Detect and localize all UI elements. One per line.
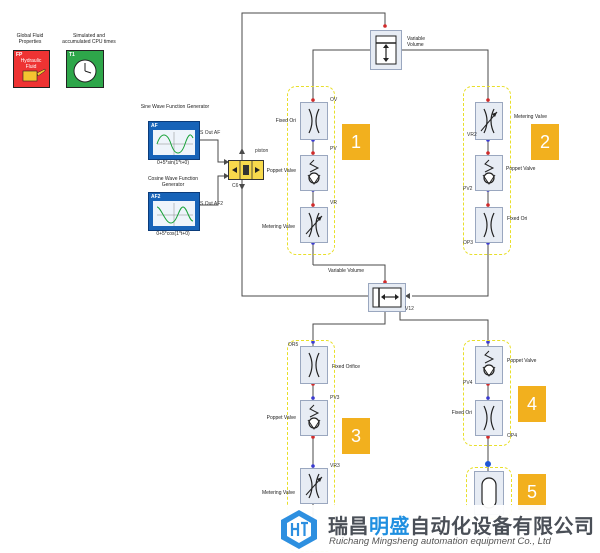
company-cn-prefix: 瑞昌	[328, 514, 369, 538]
sine-title: Sine Wave Function Generator	[140, 104, 210, 110]
g4-poppet-port: PV4	[463, 380, 473, 386]
company-logo-icon	[281, 510, 317, 549]
cosine-generator[interactable]: AF2	[148, 192, 200, 231]
g1-poppet-label: Poppet Valve	[266, 168, 296, 174]
g1-orifice-label: Fixed Ori	[275, 118, 296, 124]
volume-horizontal-icon	[372, 287, 402, 308]
g2-poppet-label: Poppet Valve	[506, 166, 536, 172]
poppet-valve-icon	[307, 404, 321, 430]
sine-generator[interactable]: AF	[148, 121, 200, 160]
g1-poppet-valve[interactable]	[300, 155, 328, 191]
g4-orifice-port: OP4	[507, 433, 518, 439]
cos-port-label: S Out AF2	[200, 201, 224, 207]
group2-outline	[463, 86, 511, 255]
g1-poppet-port: PV	[330, 146, 337, 152]
poppet-valve-icon	[482, 159, 496, 185]
orifice-icon	[483, 212, 495, 238]
cpu-times-block[interactable]: T1	[66, 50, 104, 88]
g1-metering-port: VR	[330, 200, 337, 206]
line-piston-to-mid	[241, 178, 368, 297]
poppet-valve-icon	[482, 350, 496, 377]
g2-metering-port: VR2	[467, 132, 477, 138]
company-name-cn: 瑞昌明盛自动化设备有限公司	[328, 510, 595, 539]
group3-badge: 3	[342, 418, 370, 454]
g1-metering-label: Metering Valve	[262, 224, 295, 230]
g3-poppet-valve[interactable]	[300, 400, 328, 436]
g3-metering-label: Metering Valve	[262, 490, 295, 496]
g4-orifice-label: Fixed Ori	[451, 410, 472, 416]
fluid-icon-text: Hydraulic Fluid	[20, 58, 42, 70]
g3-metering-port: VR3	[330, 463, 340, 469]
metering-valve-icon	[305, 473, 323, 499]
group4-badge: 4	[518, 386, 546, 422]
fluid-icon-tag: FP	[16, 52, 23, 58]
group4-outline	[463, 340, 511, 446]
group5-badge: 5	[518, 474, 546, 510]
g2-poppet-valve[interactable]	[475, 155, 503, 191]
g2-orifice-port: OP3	[463, 240, 474, 246]
orifice-icon	[308, 352, 320, 378]
company-cn-suffix: 自动化设备有限公司	[410, 514, 595, 538]
line-cos-signal	[198, 175, 224, 206]
variable-volume-mid[interactable]	[368, 283, 406, 312]
oil-can-icon	[22, 68, 46, 82]
cos-formula: 0+5*cos(1*t+0)	[156, 231, 190, 237]
g3-metering-valve[interactable]	[300, 468, 328, 504]
sine-wave-icon	[156, 132, 194, 155]
sine-port-label: S Out AF	[200, 130, 221, 136]
orifice-icon	[308, 108, 320, 134]
piston-port: C6	[232, 183, 239, 189]
volume-mid-port: V12	[405, 306, 414, 312]
poppet-valve-icon	[307, 159, 321, 185]
company-watermark: 瑞昌明盛自动化设备有限公司 Ruichang Mingsheng automat…	[272, 505, 600, 553]
line-top-feed	[241, 12, 386, 160]
cpu-times-label: Simulated and accumulated CPU times	[62, 33, 116, 45]
orifice-icon	[483, 405, 495, 431]
g3-orifice-label: Fixed Orifice	[332, 364, 361, 370]
piston-icon	[232, 161, 260, 179]
metering-valve-icon	[305, 212, 323, 238]
g4-fixed-orifice[interactable]	[475, 400, 503, 436]
g1-metering-valve[interactable]	[300, 207, 328, 243]
sine-tag: AF	[151, 123, 158, 129]
line-left-to-mid	[313, 264, 386, 282]
line-top-left	[312, 49, 372, 100]
clock-icon	[73, 59, 97, 83]
volume-vertical-icon	[375, 35, 397, 65]
group1-outline	[287, 86, 335, 255]
g3-fixed-orifice[interactable]	[300, 346, 328, 384]
g2-orifice-label: Fixed Ori	[507, 216, 528, 222]
g3-poppet-port: PV3	[330, 395, 340, 401]
cos-title: Cosine Wave Function Generator	[147, 176, 199, 188]
piston-actuator[interactable]	[228, 160, 264, 180]
sine-formula: 0+5*sin(1*t+0)	[157, 160, 189, 166]
fluid-properties-block[interactable]: FP Hydraulic Fluid	[13, 50, 50, 88]
company-name-en: Ruichang Mingsheng automation equipment …	[329, 536, 551, 547]
fluid-properties-label: Global Fluid Properties	[16, 33, 44, 45]
g3-orifice-port: OR5	[288, 342, 299, 348]
variable-volume-top[interactable]	[370, 30, 402, 70]
g1-fixed-orifice[interactable]	[300, 102, 328, 140]
line-sine-signal	[198, 139, 224, 163]
piston-label: piston	[255, 148, 269, 154]
g2-poppet-port: PV2	[463, 186, 473, 192]
cosine-wave-icon	[156, 203, 194, 226]
g3-poppet-label: Poppet Valve	[266, 415, 296, 421]
g2-fixed-orifice[interactable]	[475, 207, 503, 243]
g2-metering-valve[interactable]	[475, 102, 503, 140]
metering-valve-icon	[480, 108, 498, 134]
g2-metering-label: Metering Valve	[514, 114, 547, 120]
group2-badge: 2	[531, 124, 559, 160]
volume-top-label: Variable Volume	[407, 36, 425, 48]
g4-poppet-valve[interactable]	[475, 346, 503, 384]
g4-poppet-label: Poppet Valve	[507, 358, 537, 364]
line-top-right	[399, 49, 489, 100]
volume-mid-label: Variable Volume	[327, 268, 364, 274]
cpu-icon-tag: T1	[69, 52, 75, 58]
company-cn-highlight: 明盛	[369, 514, 410, 538]
g1-orifice-port: OV	[330, 97, 338, 103]
cos-tag: AF2	[151, 194, 161, 200]
group1-badge: 1	[342, 124, 370, 160]
